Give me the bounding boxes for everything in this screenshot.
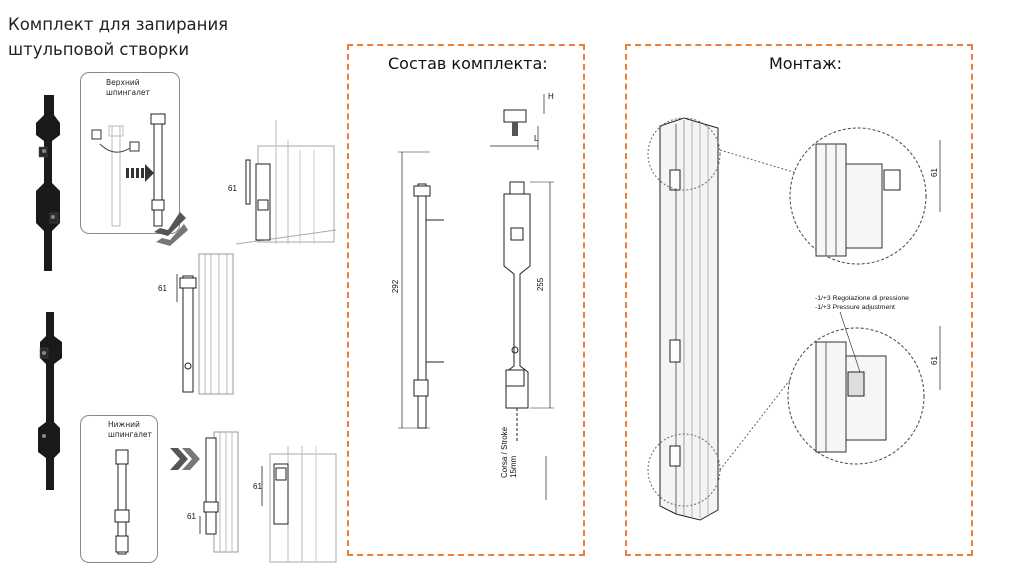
upper-bolt-label: Верхний шпингалет	[106, 78, 150, 98]
kit-dim-292: 292	[391, 279, 401, 294]
mount-panel	[625, 44, 973, 556]
upper-bolt-label-line1: Верхний	[106, 78, 140, 87]
mount-assembly-drawing	[647, 117, 941, 521]
kit-stroke-line2: 15mm	[509, 455, 518, 478]
kit-panel	[347, 44, 585, 556]
lower-bolt-photo	[38, 312, 62, 490]
mount-panel-title: Монтаж:	[769, 54, 842, 73]
kit-dim-l: L	[534, 134, 539, 143]
upper-bolt-section-drawing	[235, 120, 337, 245]
kit-dim-h: H	[548, 92, 554, 101]
lower-bolt-label-line2: шпингалет	[108, 430, 152, 439]
upper-bolt-installed-drawing	[176, 253, 234, 395]
lower-bolt-installed-drawing	[199, 431, 239, 553]
left-dim-61-section: 61	[253, 482, 262, 491]
left-dim-61-mid: 61	[158, 284, 167, 293]
left-dim-61-lower: 61	[187, 512, 196, 521]
upper-bolt-label-line2: шпингалет	[106, 88, 150, 97]
mount-dim-61-bottom: 61	[929, 356, 939, 365]
pressure-adjustment-note: -1/+3 Regolazione di pressione -1/+3 Pre…	[815, 294, 909, 312]
page-title-line2: штульповой створки	[8, 40, 190, 59]
kit-components-drawing	[398, 94, 554, 500]
page-title: Комплект для запирания штульповой створк…	[8, 12, 228, 62]
left-dim-61-top: 61	[228, 184, 237, 193]
upper-bolt-install-drawing	[91, 113, 166, 227]
lower-bolt-section-drawing	[261, 446, 337, 563]
page-title-line1: Комплект для запирания	[8, 15, 229, 34]
lower-bolt-drawing	[114, 449, 130, 555]
upper-bolt-photo	[36, 95, 60, 271]
kit-dim-255: 255	[536, 277, 546, 292]
lower-bolt-label-line1: Нижний	[108, 420, 140, 429]
mount-dim-61-top: 61	[929, 168, 939, 177]
kit-stroke-label: Corsa / Stroke 15mm	[500, 427, 518, 478]
double-chevron-right-icon	[170, 448, 200, 470]
kit-stroke-line1: Corsa / Stroke	[500, 426, 509, 478]
pressure-note-italian: -1/+3 Regolazione di pressione	[815, 295, 909, 302]
pressure-note-english: -1/+3 Pressure adjustment	[815, 304, 895, 311]
lower-bolt-label: Нижний шпингалет	[108, 420, 152, 440]
chevron-down-left-icon	[154, 212, 188, 246]
kit-panel-title: Состав комплекта:	[388, 54, 548, 73]
